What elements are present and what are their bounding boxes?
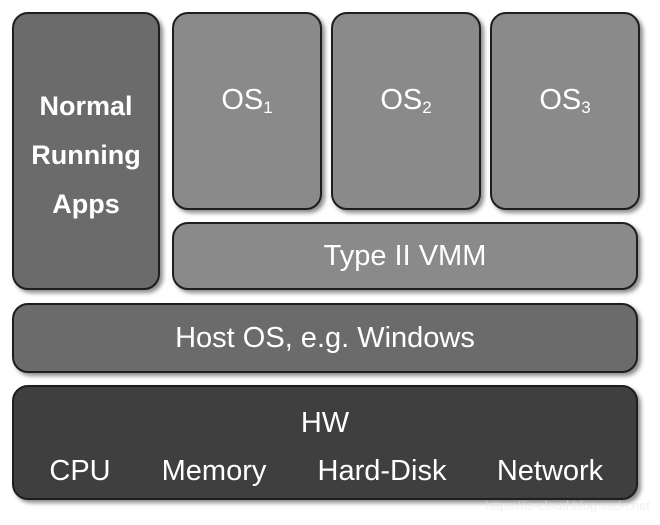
guest-os-3-label: OS3: [539, 84, 591, 117]
guest-os-3-box: OS3: [490, 12, 640, 210]
host-os-box: Host OS, e.g. Windows: [12, 303, 638, 373]
type2-vmm-label: Type II VMM: [323, 239, 487, 272]
normal-running-apps-box: Normal Running Apps: [12, 12, 160, 290]
hw-component-cpu: CPU: [49, 455, 111, 487]
host-os-label: Host OS, e.g. Windows: [175, 321, 475, 354]
hardware-box: HW CPU Memory Hard-Disk Network: [12, 385, 638, 500]
guest-os-1-label: OS1: [221, 84, 273, 117]
guest-os-2-label: OS2: [380, 84, 432, 117]
guest-os-2-box: OS2: [331, 12, 481, 210]
hardware-title: HW: [300, 407, 350, 439]
normal-running-apps-label: Normal Running Apps: [31, 91, 141, 219]
guest-os-1-box: OS1: [172, 12, 322, 210]
hw-component-memory: Memory: [161, 455, 267, 487]
type2-vmm-box: Type II VMM: [172, 222, 638, 290]
hw-component-network: Network: [496, 455, 604, 487]
watermark: https://is-cloud.blog.csdn.net: [485, 498, 650, 513]
hw-component-hard-disk: Hard-Disk: [317, 455, 447, 487]
